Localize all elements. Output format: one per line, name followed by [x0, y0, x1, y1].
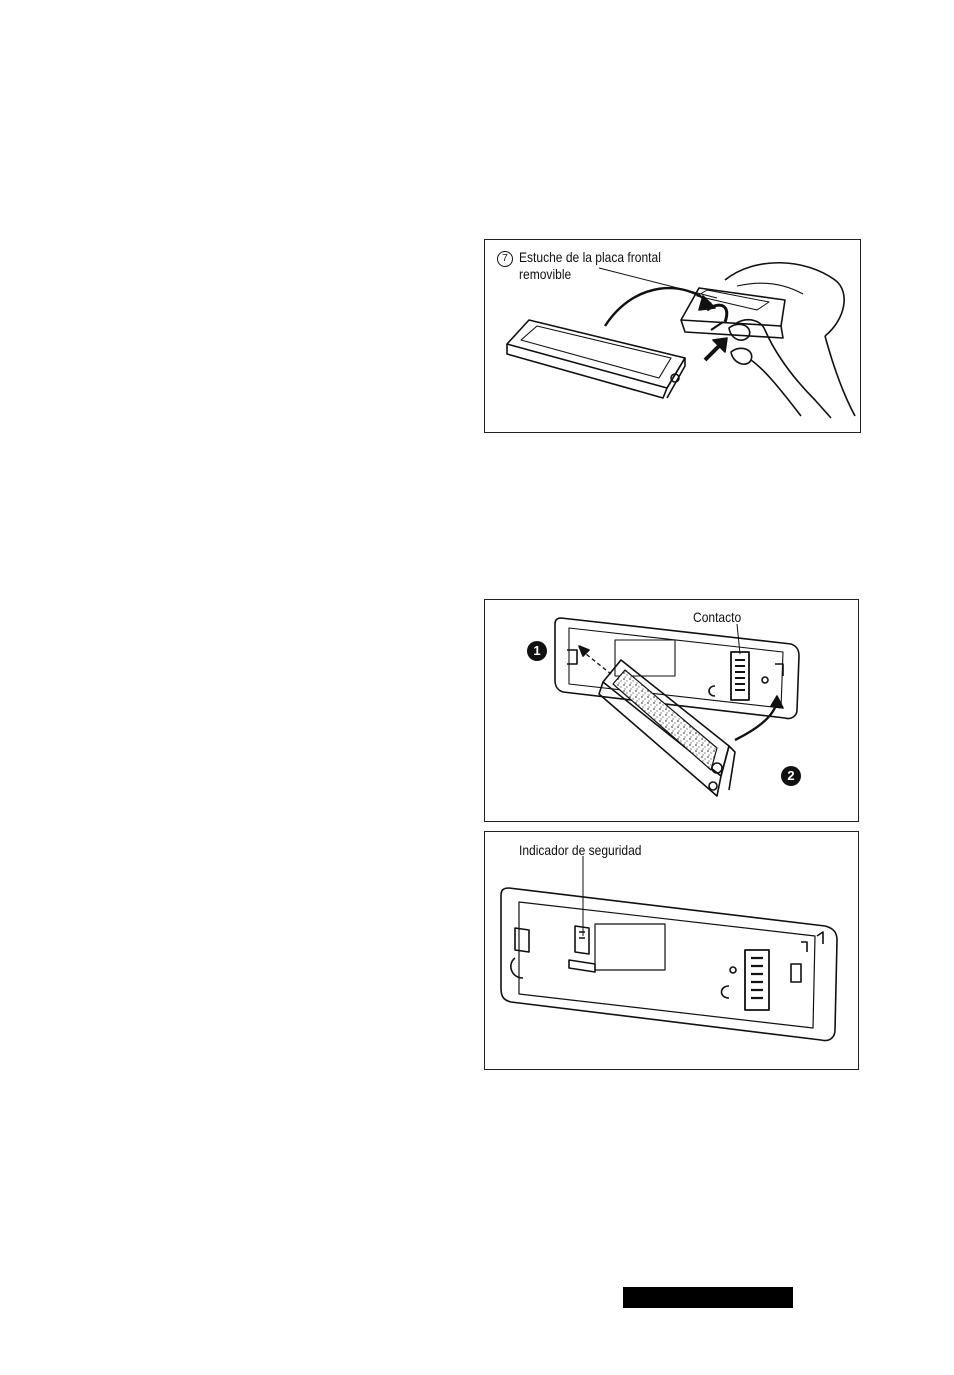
- security-illustration: [485, 832, 860, 1071]
- item-number-badge: 7: [497, 251, 513, 267]
- footer-bar: [623, 1287, 793, 1308]
- case-label: Estuche de la placa frontal removible: [519, 249, 661, 283]
- figure-panel-security: Indicador de seguridad: [484, 831, 859, 1070]
- case-label-line2: removible: [519, 266, 661, 283]
- step-one-badge: 1: [527, 641, 547, 661]
- figure-panel-attach: Contacto 1 2: [484, 599, 859, 822]
- figure-panel-case: 7 Estuche de la placa frontal removible: [484, 239, 861, 433]
- case-label-line1: Estuche de la placa frontal: [519, 249, 661, 266]
- attach-illustration: [485, 600, 860, 823]
- step-two-badge: 2: [781, 766, 801, 786]
- security-indicator-label: Indicador de seguridad: [519, 842, 641, 859]
- contact-label: Contacto: [693, 609, 741, 626]
